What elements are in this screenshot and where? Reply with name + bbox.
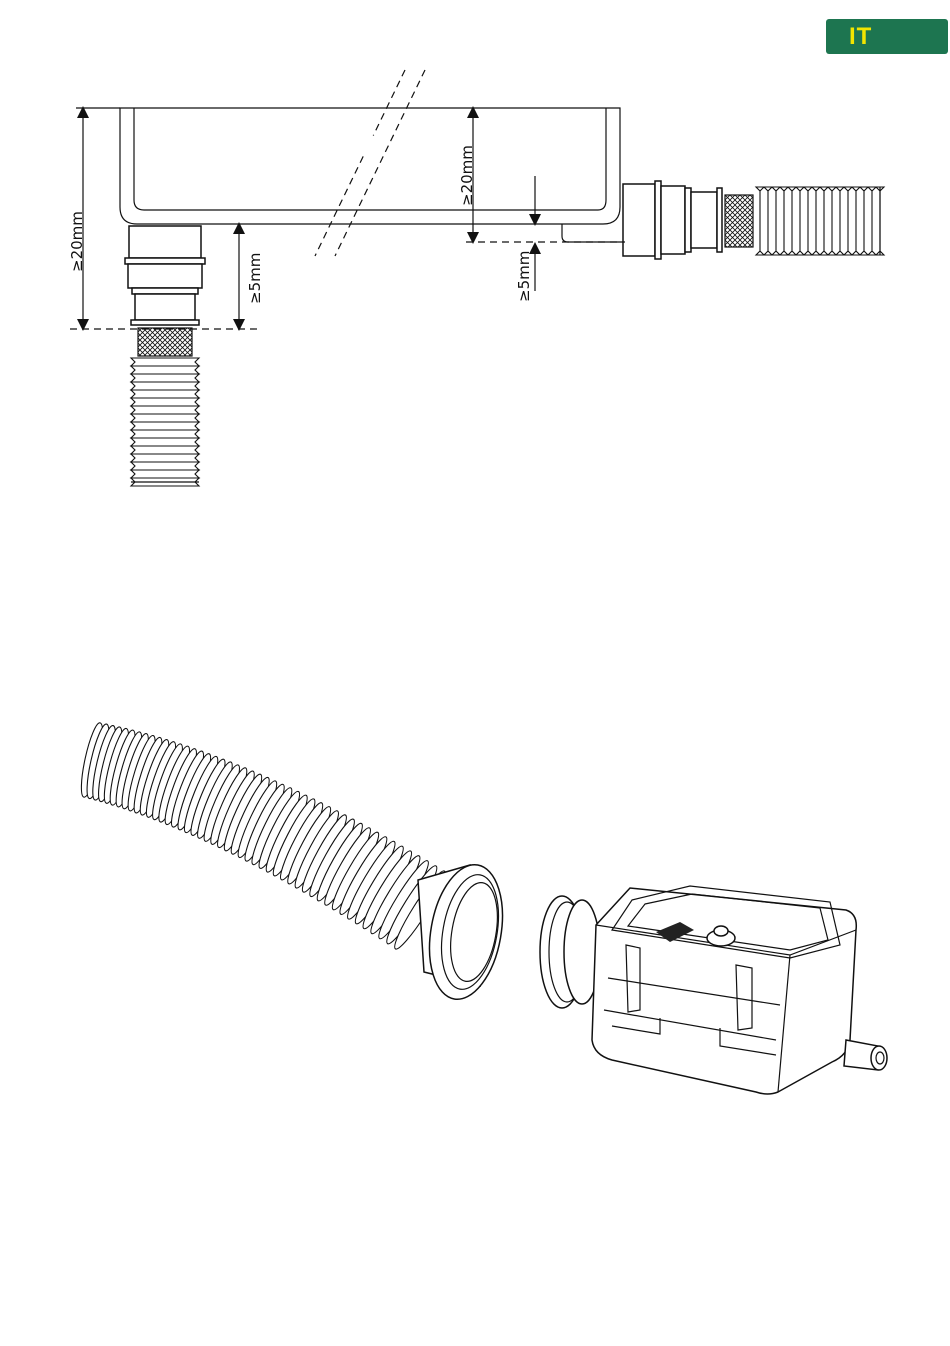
side-hose: [756, 187, 884, 255]
dimension-right-height: ≥20mm: [458, 112, 476, 238]
curved-hose: [77, 721, 450, 952]
dim-left-height-label: ≥20mm: [68, 211, 86, 272]
dimension-left-height: ≥20mm: [68, 112, 86, 325]
dim-right-height-label: ≥20mm: [458, 145, 476, 206]
dimension-right-gap: ≥5mm: [466, 176, 625, 302]
dim-left-gap-label: ≥5mm: [246, 253, 264, 304]
bottom-hose: [131, 358, 199, 486]
dim-right-gap-label: ≥5mm: [515, 251, 533, 302]
side-outlet: [562, 181, 753, 259]
condensate-collector: [540, 886, 887, 1094]
hose-coupling: [418, 859, 512, 1005]
bottom-outlet: [125, 226, 205, 356]
